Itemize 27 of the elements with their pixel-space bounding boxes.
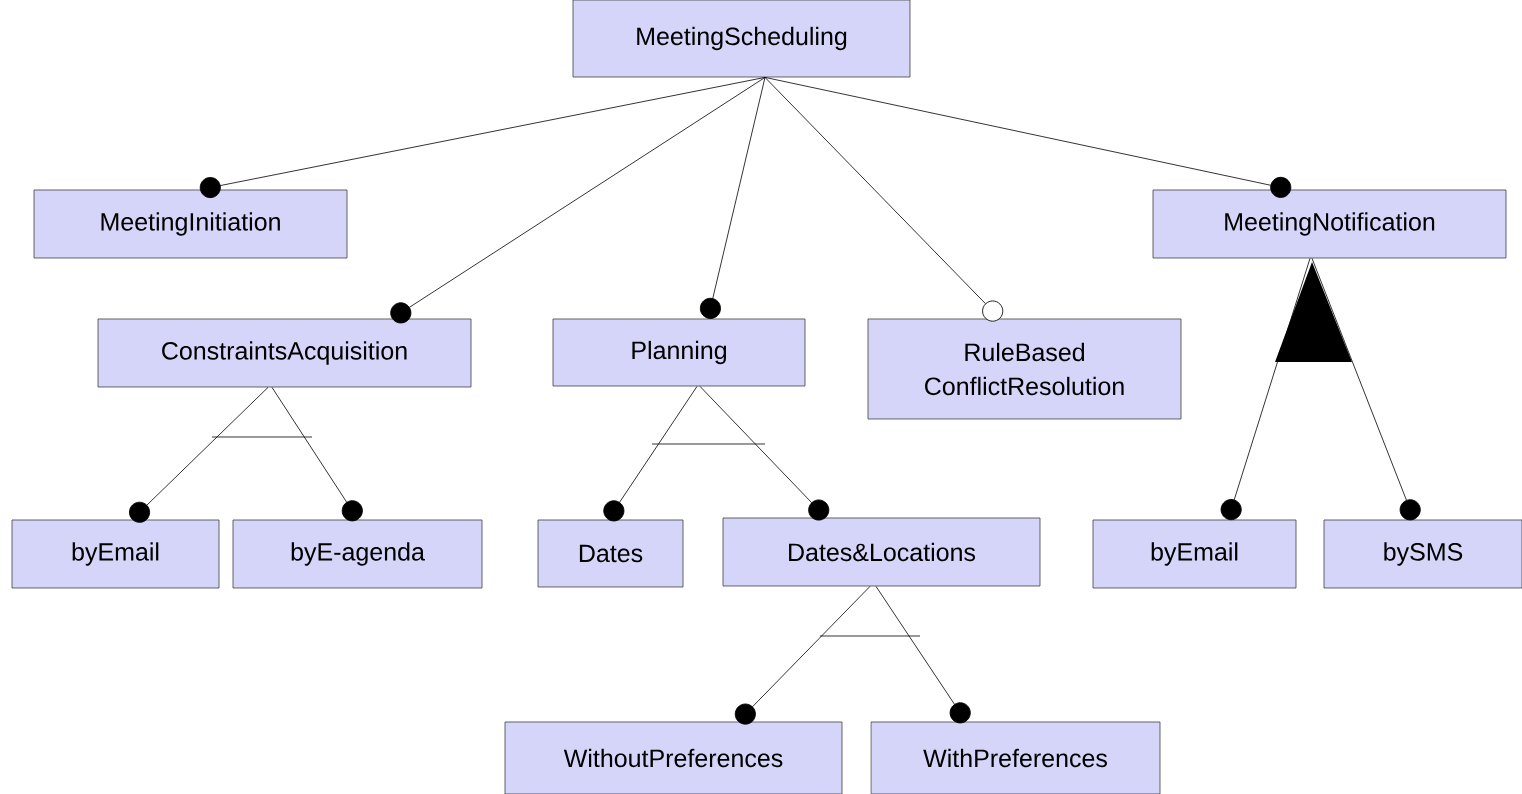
- connector: [390, 77, 766, 324]
- connector: [764, 77, 1004, 322]
- connector: [699, 77, 766, 319]
- feature-box: Dates: [537, 519, 684, 588]
- feature-box: WithPreferences: [870, 721, 1161, 794]
- feature-box: bySMS: [1323, 519, 1522, 589]
- connector: [1220, 258, 1311, 521]
- connector: [129, 387, 269, 523]
- feature-box: WithoutPreferences: [504, 721, 843, 794]
- feature-box: ConstraintsAcquisition: [97, 318, 472, 388]
- connector: [699, 386, 830, 521]
- connector: [764, 77, 1292, 198]
- feature-box: MeetingNotification: [1152, 189, 1507, 259]
- connector: [603, 386, 698, 522]
- connector: [734, 586, 871, 725]
- feature-box: byEmail: [1092, 519, 1297, 589]
- connector: [1311, 258, 1421, 521]
- connector: [199, 77, 766, 199]
- feature-box: byEmail: [11, 519, 220, 589]
- feature-box: Dates&Locations: [722, 517, 1041, 587]
- feature-box: MeetingInitiation: [33, 189, 348, 259]
- feature-box: byE-agenda: [232, 519, 483, 589]
- connector: [271, 387, 363, 522]
- connector: [875, 586, 971, 724]
- feature-box: RuleBased ConflictResolution: [867, 318, 1182, 420]
- feature-box: Planning: [552, 318, 806, 387]
- feature-box: MeetingScheduling: [572, 0, 911, 78]
